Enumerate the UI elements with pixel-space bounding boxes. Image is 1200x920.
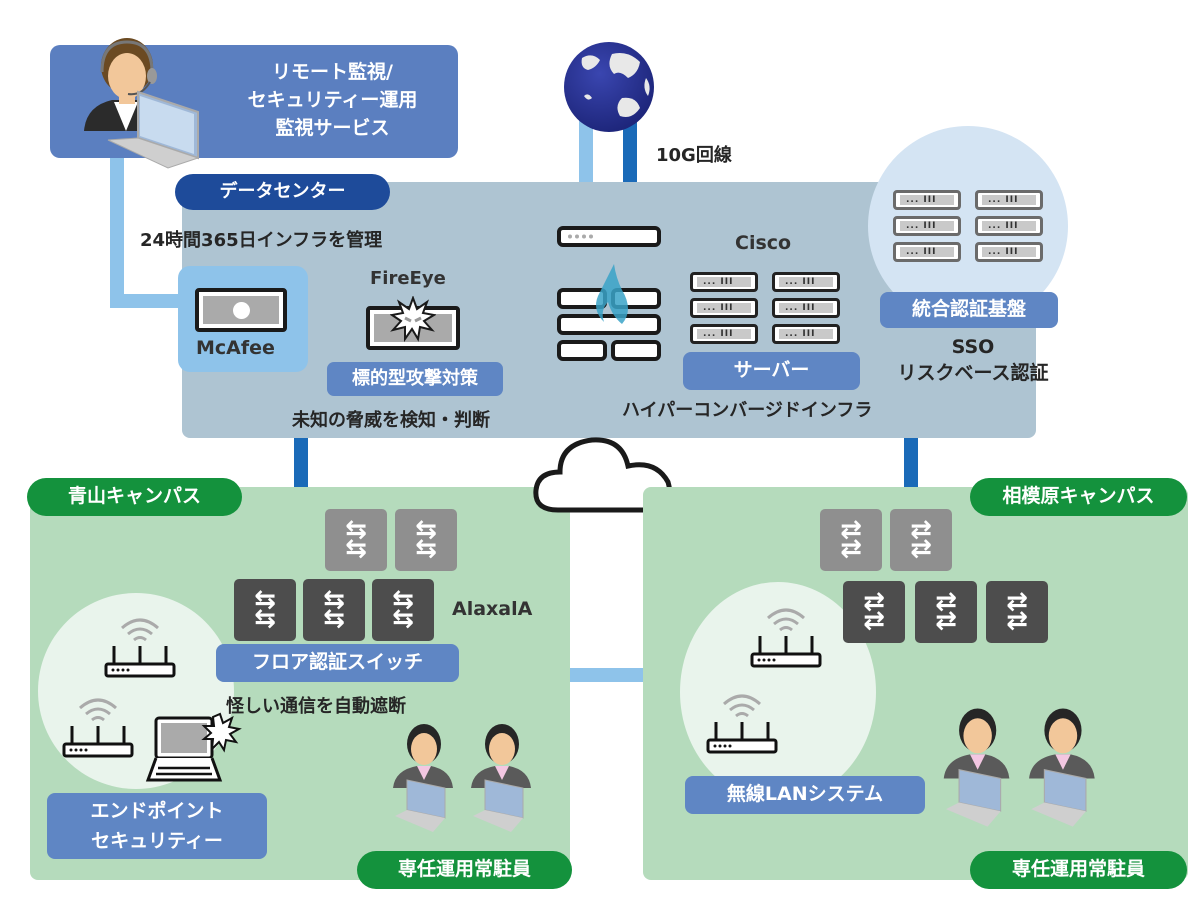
sagamihara-switch-icon: ⇄⇄ (843, 581, 905, 643)
aoyama-switch-icon: ⇆⇆ (395, 509, 457, 571)
link-monitor-to-mcafee-horizontal (110, 294, 190, 308)
endpoint-security-label: エンドポイント セキュリティー (47, 793, 267, 859)
wifi-router-icon (702, 686, 782, 756)
internet-link-label: 10G回線 (656, 145, 732, 166)
endpoint-label-line-2: セキュリティー (91, 830, 223, 852)
fireeye-vendor: FireEye (370, 268, 446, 289)
infected-laptop-icon (144, 712, 244, 784)
auth-platform-label: 統合認証基盤 (880, 292, 1058, 328)
sagamihara-switch-icon: ⇄⇄ (820, 509, 882, 571)
monitoring-title-line-1: リモート監視/ (272, 61, 393, 83)
switch-vendor: AlaxalA (452, 598, 533, 620)
operator-headset-icon (72, 36, 212, 171)
servers-caption: ハイパーコンバージドインフラ (622, 400, 873, 421)
wifi-router-icon (100, 610, 180, 680)
fireeye-caption: 未知の脅威を検知・判断 (292, 410, 490, 431)
endpoint-label-line-1: エンドポイント (90, 800, 224, 822)
datacenter-pill: データセンター (175, 174, 390, 210)
aoyama-switch-icon: ⇆⇆ (303, 579, 365, 641)
sagamihara-staff-pill: 専任運用常駐員 (970, 851, 1187, 889)
aoyama-switch-icon: ⇆⇆ (234, 579, 296, 641)
sagamihara-switch-icon: ⇄⇄ (915, 581, 977, 643)
wifi-router-icon (58, 690, 138, 760)
malware-burst-icon (389, 295, 437, 343)
security-appliance-icon (195, 288, 287, 332)
firewall-icon (556, 224, 664, 366)
globe-icon (562, 40, 656, 134)
auth-caption: SSO リスクベース認証 (878, 334, 1068, 386)
mcafee-vendor: McAfee (196, 337, 275, 359)
monitoring-title-line-2: セキュリティー運用 (247, 89, 418, 111)
aoyama-switch-icon: ⇆⇆ (372, 579, 434, 641)
monitoring-service-title: リモート監視/ セキュリティー運用 監視サービス (225, 58, 440, 142)
sagamihara-switch-icon: ⇄⇄ (986, 581, 1048, 643)
aoyama-staff-pill: 専任運用常駐員 (357, 851, 572, 889)
link-monitor-to-mcafee-vertical (110, 158, 124, 308)
campus-aoyama-pill: 青山キャンパス (27, 478, 242, 516)
wireless-lan-label: 無線LANシステム (685, 776, 925, 814)
floor-switch-label: フロア認証スイッチ (216, 644, 459, 682)
link-campus-to-campus (570, 668, 646, 682)
wifi-router-icon (746, 600, 826, 670)
floor-switch-caption: 怪しい通信を自動遮断 (226, 696, 406, 717)
sagamihara-switch-icon: ⇄⇄ (890, 509, 952, 571)
auth-caption-risk: リスクベース認証 (897, 362, 1049, 384)
servers-label: サーバー (683, 352, 860, 390)
auth-server-rack-icon (893, 190, 1053, 268)
campus-sagamihara-pill: 相模原キャンパス (970, 478, 1187, 516)
link-dc-aoyama (294, 436, 308, 488)
staff-operators-icon (935, 700, 1110, 835)
monitoring-title-line-3: 監視サービス (275, 117, 390, 139)
link-internet-light (579, 120, 593, 184)
link-internet-dark (623, 120, 637, 184)
fireeye-label: 標的型攻撃対策 (327, 362, 503, 396)
aoyama-switch-icon: ⇆⇆ (325, 509, 387, 571)
staff-operators-icon (385, 718, 545, 838)
datacenter-subtitle: 24時間365日インフラを管理 (140, 230, 383, 251)
auth-caption-sso: SSO (951, 336, 995, 358)
server-rack-icon (690, 272, 850, 350)
link-dc-sagamihara (904, 436, 918, 488)
cloud-icon (530, 430, 680, 516)
servers-vendor: Cisco (735, 232, 792, 254)
